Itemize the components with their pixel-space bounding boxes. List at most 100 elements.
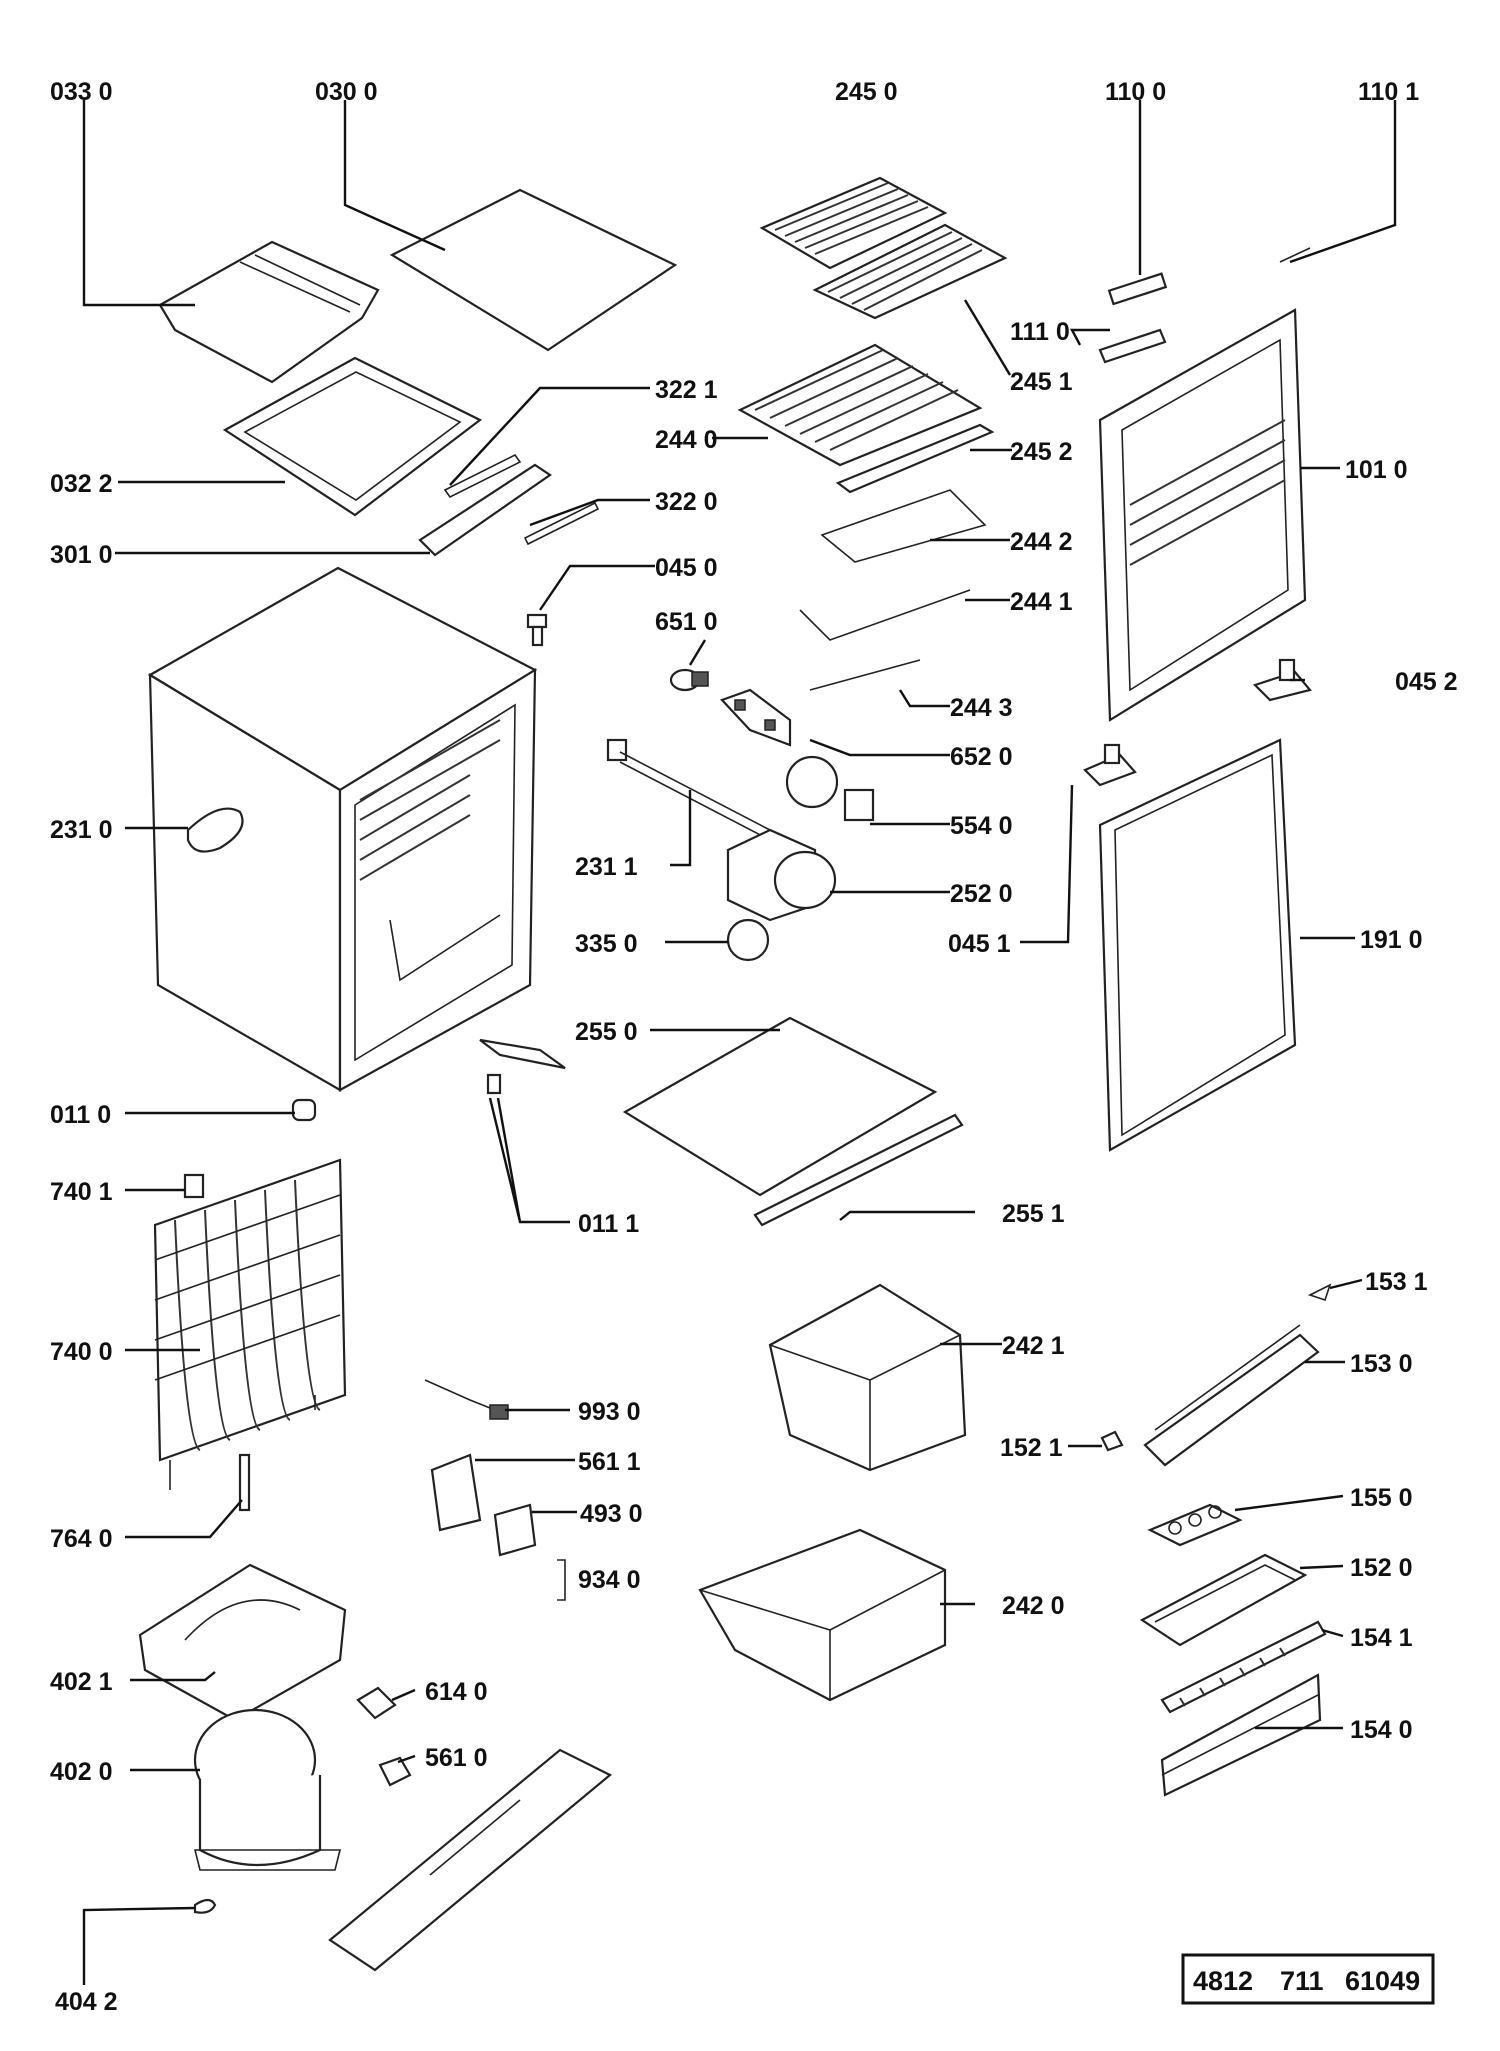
part-plug-993-0 — [489, 1404, 509, 1420]
label-111-0: 111 0 — [1010, 318, 1070, 346]
label-101-0: 101 0 — [1345, 456, 1408, 484]
part-grommet-404-2 — [193, 1898, 217, 1914]
part-drawer-242-1 — [768, 1283, 967, 1472]
part-ring-554-0 — [785, 755, 839, 809]
part-screw-045-0 — [526, 613, 548, 647]
part-relay-561-1 — [430, 1453, 482, 1532]
label-231-1: 231 1 — [575, 853, 638, 881]
label-011-1: 011 1 — [578, 1210, 639, 1238]
label-651-0: 651 0 — [655, 608, 718, 636]
label-045-1: 045 1 — [948, 930, 1011, 958]
part-plate-244-2 — [820, 489, 987, 563]
part-egg-tray-155-0 — [1147, 1503, 1243, 1547]
label-652-0: 652 0 — [950, 743, 1013, 771]
label-244-1: 244 1 — [1010, 588, 1073, 616]
label-404-2: 404 2 — [55, 1988, 118, 2016]
part-block-554-0 — [843, 788, 875, 822]
label-242-0: 242 0 — [1002, 1592, 1065, 1620]
label-252-0: 252 0 — [950, 880, 1013, 908]
label-245-0: 245 0 — [835, 78, 898, 106]
part-rod-244-3 — [809, 659, 921, 691]
label-110-1: 110 1 — [1358, 78, 1419, 106]
part-glass-shelf-255-0 — [622, 1016, 938, 1197]
label-402-0: 402 0 — [50, 1758, 113, 1786]
part-strip-322-0 — [523, 501, 600, 546]
part-piece-152-1 — [1100, 1430, 1124, 1452]
label-764-0: 764 0 — [50, 1525, 113, 1553]
part-door-101-0 — [1098, 308, 1307, 722]
part-lid-033-0 — [158, 240, 380, 384]
label-152-0: 152 0 — [1350, 1554, 1413, 1582]
label-045-2: 045 2 — [1395, 668, 1458, 696]
part-strip-245-2 — [835, 423, 995, 494]
part-strip-322-1 — [443, 453, 522, 499]
label-153-0: 153 0 — [1350, 1350, 1413, 1378]
label-045-0: 045 0 — [655, 554, 718, 582]
part-condenser-740-0 — [153, 1158, 347, 1490]
part-lamp-651-0 — [669, 668, 709, 692]
code-part-3: 61049 — [1345, 1966, 1420, 1996]
label-033-0: 033 0 — [50, 78, 113, 106]
label-153-1: 153 1 — [1365, 1268, 1428, 1296]
label-032-2: 032 2 — [50, 470, 113, 498]
part-badge-231-0 — [186, 807, 244, 853]
code-part-1: 4812 — [1193, 1966, 1253, 1996]
part-frame-032-2 — [222, 356, 483, 517]
part-hinge-111-0 — [1098, 328, 1167, 364]
label-740-0: 740 0 — [50, 1338, 113, 1366]
part-gasket-191-0 — [1098, 738, 1297, 1152]
part-grille-245-0 — [759, 176, 1008, 320]
label-154-1: 154 1 — [1350, 1624, 1413, 1652]
part-clip-614-0 — [356, 1686, 397, 1720]
label-255-0: 255 0 — [575, 1018, 638, 1046]
label-245-2: 245 2 — [1010, 438, 1073, 466]
part-base-plate — [328, 1748, 612, 1972]
part-compressor-402-0 — [193, 1708, 342, 1871]
part-base-402-1 — [138, 1563, 347, 1722]
label-993-0: 993 0 — [578, 1398, 641, 1426]
part-rod-764-0 — [238, 1453, 251, 1512]
part-pin-110-1 — [1279, 247, 1311, 263]
part-switch-652-0 — [720, 688, 792, 747]
label-322-1: 322 1 — [655, 376, 718, 404]
label-244-3: 244 3 — [950, 694, 1013, 722]
label-155-0: 155 0 — [1350, 1484, 1413, 1512]
part-piece-110-0 — [1107, 272, 1168, 306]
label-154-0: 154 0 — [1350, 1716, 1413, 1744]
label-191-0: 191 0 — [1360, 926, 1423, 954]
part-grille-244-0 — [737, 343, 983, 467]
part-cabinet-body — [147, 566, 538, 1092]
label-242-1: 242 1 — [1002, 1332, 1065, 1360]
part-trim-255-1 — [753, 1113, 964, 1227]
label-110-0: 110 0 — [1105, 78, 1166, 106]
part-bin-153-0 — [1143, 1324, 1320, 1467]
label-244-0: 244 0 — [655, 426, 718, 454]
part-hinge-011-1 — [479, 1038, 566, 1095]
part-thermostat-252-0 — [726, 828, 837, 922]
part-rod-244-1 — [799, 589, 971, 641]
part-bracket-934-0 — [557, 1559, 566, 1601]
label-554-0: 554 0 — [950, 812, 1013, 840]
part-foot-011-0 — [291, 1098, 317, 1122]
label-245-1: 245 1 — [1010, 368, 1073, 396]
label-614-0: 614 0 — [425, 1678, 488, 1706]
part-rail-231-1 — [606, 738, 771, 841]
label-561-1: 561 1 — [578, 1448, 641, 1476]
code-part-2: 711 — [1280, 1966, 1324, 1996]
part-cable-993-0 — [424, 1379, 496, 1411]
label-255-1: 255 1 — [1002, 1200, 1065, 1228]
part-bin-152-0 — [1139, 1553, 1308, 1647]
label-301-0: 301 0 — [50, 541, 113, 569]
label-011-0: 011 0 — [50, 1101, 111, 1129]
label-152-1: 152 1 — [1000, 1434, 1063, 1462]
label-322-0: 322 0 — [655, 488, 718, 516]
document-code-box: 4812 711 61049 — [1181, 1953, 1435, 2005]
part-strip-301-0 — [418, 463, 552, 557]
part-box-493-0 — [493, 1503, 537, 1557]
part-clip-740-1 — [183, 1173, 205, 1199]
label-561-0: 561 0 — [425, 1744, 488, 1772]
part-plate-030-0 — [389, 188, 678, 352]
label-493-0: 493 0 — [580, 1500, 643, 1528]
part-strip-154-1 — [1160, 1620, 1327, 1714]
